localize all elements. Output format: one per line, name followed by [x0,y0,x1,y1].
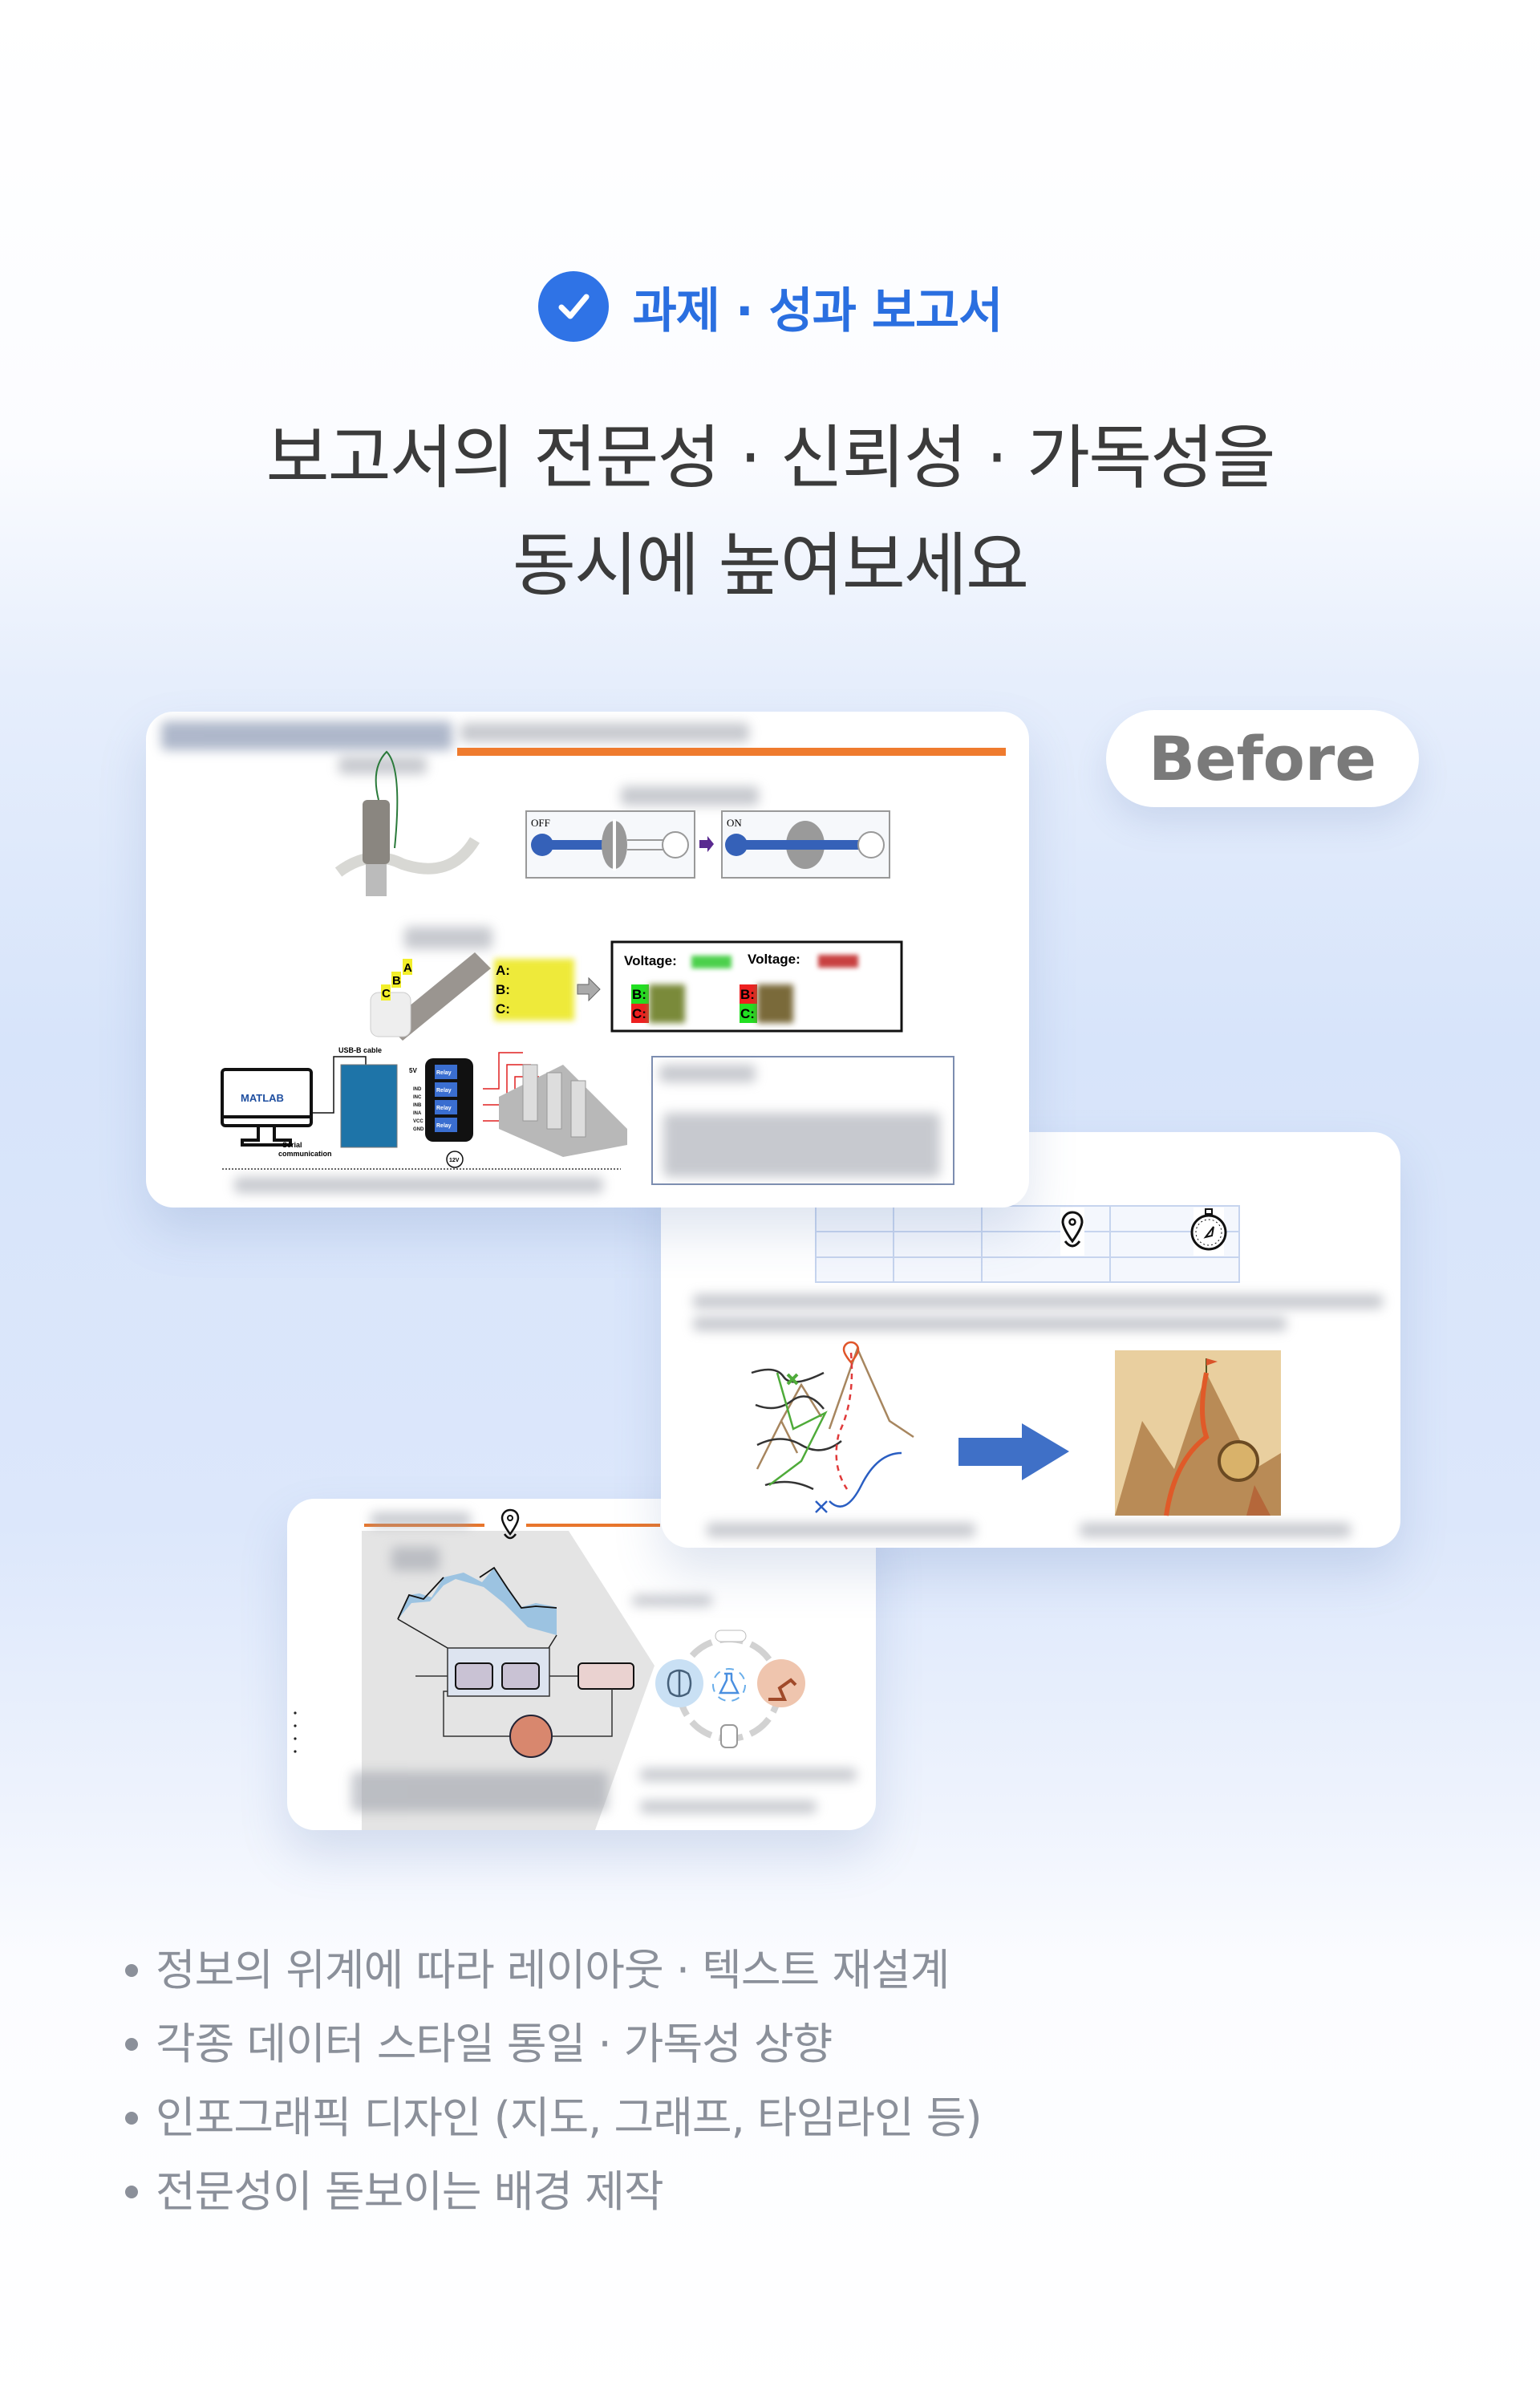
headline-line-1: 보고서의 전문성 · 신뢰성 · 가독성을 [265,418,1275,498]
feature-item: 각종 데이터 스타일 통일 · 가독성 상향 [120,2007,982,2081]
bullet-icon [125,2112,138,2125]
blurred-text [663,1113,940,1177]
arrow-right-icon [577,976,601,1002]
blurred-subtitle [460,723,749,742]
map-pin-icon [500,1508,520,1540]
map-pin-icon [1061,1211,1084,1248]
feature-text: 전문성이 돋보이는 배경 제작 [156,2166,664,2217]
compass-icon [1190,1208,1227,1251]
svg-text:MATLAB: MATLAB [241,1092,284,1104]
red-node [509,1715,553,1758]
svg-text:C:: C: [740,1006,755,1021]
svg-text:B:: B: [740,987,755,1002]
blurred-text [659,1065,756,1082]
flask-icon [712,1668,746,1702]
feature-text: 인포그래픽 디자인 (지도, 그래프, 타임라인 등) [156,2092,983,2143]
voltage-table: Voltage: Voltage: B: C: B: C: [610,940,903,1033]
robot-arm-icon [757,1659,805,1707]
svg-text:INA: INA [413,1111,422,1116]
svg-text:C:: C: [632,1006,646,1021]
valve-off-diagram [525,810,695,879]
table [815,1205,1240,1283]
svg-text:VCC: VCC [413,1119,424,1124]
check-circle-icon [537,271,609,342]
svg-text:Relay: Relay [436,1106,452,1111]
arrow-right-icon [699,836,714,852]
svg-text:ON: ON [727,817,742,829]
feature-item: 전문성이 돋보이는 배경 제작 [120,2155,982,2229]
blurred-title [371,1512,471,1527]
svg-text:IND: IND [413,1087,422,1092]
hand-drawn-map [751,1341,914,1513]
feature-item: 정보의 위계에 따라 레이아웃 · 텍스트 재설계 [120,1934,982,2007]
svg-text:Voltage:: Voltage: [748,952,800,967]
arrow-right-icon [958,1423,1069,1480]
blurred-label [404,927,492,949]
svg-text:Voltage:: Voltage: [624,953,677,968]
cycle-slide-illustration [294,1508,805,1830]
blurred-label [621,786,759,806]
feature-list: 정보의 위계에 따라 레이아웃 · 텍스트 재설계 각종 데이터 스타일 통일 … [120,1934,983,2229]
before-label: Before [1106,710,1419,807]
solenoid-slide-illustration: OFF ON A B C A: B: C: Voltage: Voltage: … [221,750,954,1185]
svg-text:GND: GND [413,1127,424,1132]
svg-text:Serial: Serial [282,1141,302,1149]
bullet-icon [125,1964,138,1977]
thumbs-up-icon [715,1630,747,1642]
matlab-monitor-icon: MATLAB [221,1068,313,1147]
blurred-label [391,1547,440,1571]
svg-text:A: A [403,961,412,975]
svg-text:B:: B: [496,982,510,997]
blurred-title [161,721,452,750]
solenoid-valve-image [334,750,480,896]
svg-text:INC: INC [413,1095,422,1100]
feature-text: 정보의 위계에 따라 레이아웃 · 텍스트 재설계 [156,1945,950,1995]
svg-text:communication: communication [278,1150,332,1158]
blurred-text [640,1768,857,1781]
blurred-caption [1080,1523,1351,1537]
blurred-text [693,1294,1383,1309]
blurred-label [338,757,427,774]
svg-text:A:: A: [496,963,510,978]
headline-line-2: 동시에 높여보세요 [512,526,1029,606]
svg-text:Relay: Relay [436,1123,452,1129]
map-slide-illustration [751,1205,1281,1516]
svg-text:12V: 12V [449,1158,460,1163]
svg-text:B: B [392,974,401,988]
svg-text:Relay: Relay [436,1070,452,1076]
blurred-text [234,1177,603,1193]
svg-text:5V: 5V [409,1067,417,1074]
sample-slide-cycle [287,1499,876,1830]
feature-text: 각종 데이터 스타일 통일 · 가독성 상향 [156,2019,833,2069]
svg-text:INB: INB [413,1103,422,1108]
power-12v-icon [446,1151,464,1168]
svg-text:C: C [382,987,391,1001]
svg-text:B:: B: [632,987,646,1002]
bullet-icon [125,2038,138,2051]
svg-text:USB-B cable: USB-B cable [338,1046,382,1054]
svg-text:C:: C: [496,1001,510,1017]
arduino-board [340,1064,398,1148]
bullet-icon [125,2186,138,2198]
category-badge: 과제 · 성과 보고서 [0,271,1540,342]
blurred-text [693,1317,1287,1331]
sample-slide-solenoid: OFF ON A B C A: B: C: Voltage: Voltage: … [146,712,1029,1208]
blurred-label [632,1595,712,1606]
valve-on-diagram [721,810,890,879]
svg-text:Relay: Relay [436,1088,452,1094]
blurred-text [640,1800,817,1813]
category-label: 과제 · 성과 보고서 [632,282,1003,339]
document-icon [720,1724,738,1748]
svg-text:OFF: OFF [531,817,550,829]
orange-rule [457,748,1006,756]
blurred-text [351,1772,608,1812]
feature-item: 인포그래픽 디자인 (지도, 그래프, 타임라인 등) [120,2081,983,2155]
blurred-caption [707,1523,975,1537]
